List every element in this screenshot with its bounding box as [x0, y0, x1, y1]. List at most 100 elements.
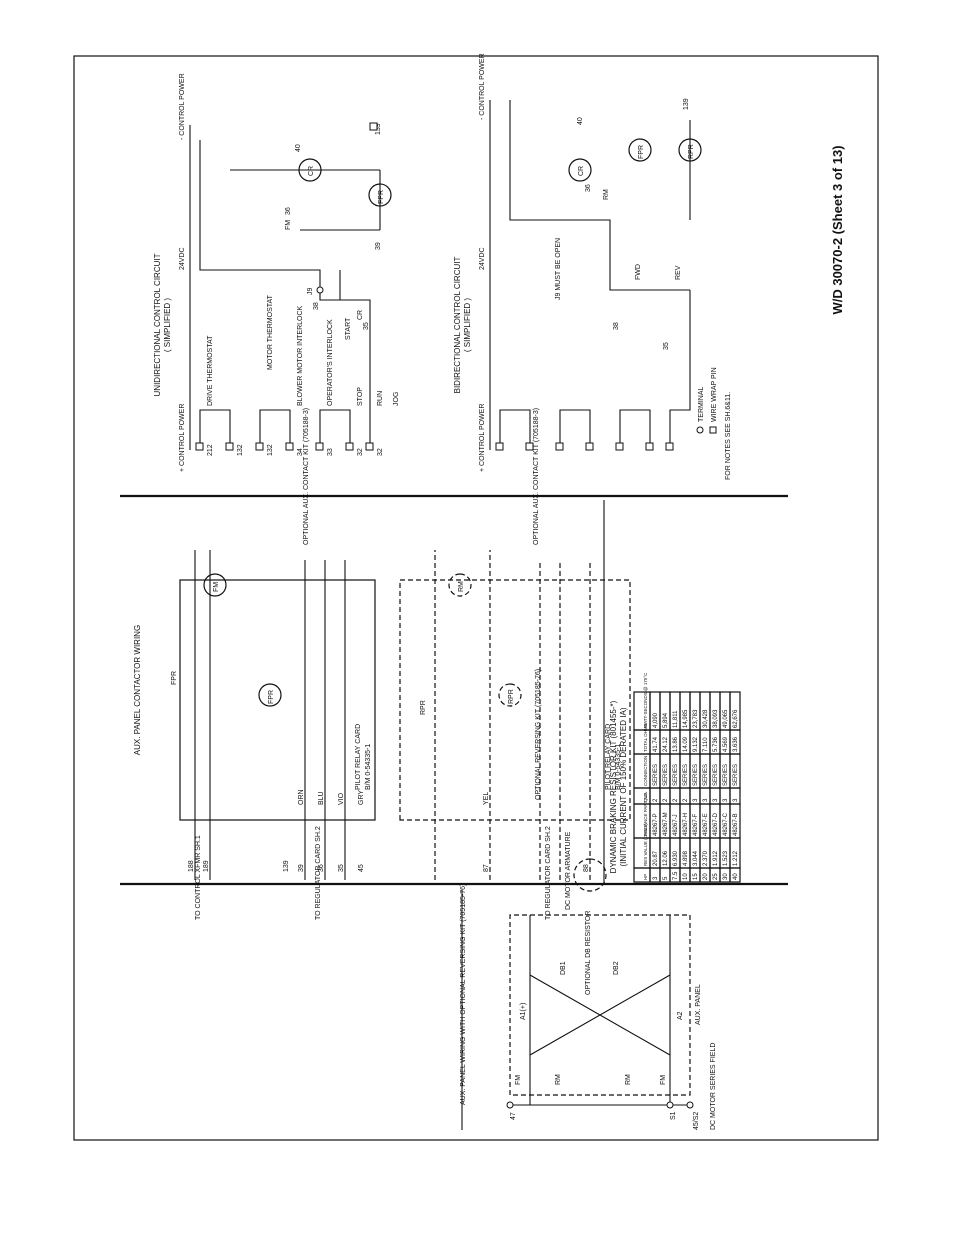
table-cell: 48267-C	[723, 812, 729, 836]
uni-fm-contact: FM	[285, 220, 292, 230]
bi-fpr-coil	[628, 138, 652, 162]
rev-aux-panel: AUX. PANEL	[695, 984, 702, 1025]
table-cell: 48267-P	[653, 813, 659, 836]
table-cell: 15	[693, 873, 699, 880]
table-header-cell: TOTAL OHMS	[643, 723, 648, 752]
table-cell: 3	[653, 876, 659, 880]
rev-fm-1: FM	[515, 1075, 522, 1085]
table-cell: 48267-H	[683, 813, 689, 836]
table-cell: 62,676	[733, 709, 739, 728]
aux-w35: 35	[338, 864, 345, 872]
aux-w36: 36	[318, 864, 325, 872]
table-cell: 7.5	[673, 871, 679, 880]
uni-fpr-coil	[368, 183, 392, 207]
aux-relay-card-2	[399, 579, 631, 821]
aux-rpr-coil	[498, 683, 522, 707]
table-cell: 3.636	[733, 736, 739, 752]
uni-pos-power: + CONTROL POWER	[179, 404, 186, 472]
table-cell: 40	[733, 873, 739, 880]
uni-t132b: 132	[267, 444, 274, 456]
aux-w88: 88	[583, 864, 590, 872]
bi-voltage: 24VDC	[479, 247, 486, 270]
table-cell: 2	[683, 798, 689, 802]
uni-t36: 36	[285, 207, 292, 215]
aux-w45: 45	[358, 864, 365, 872]
uni-terminal-212	[195, 442, 204, 451]
uni-t35: 35	[363, 322, 370, 330]
rev-s2: 45/S2	[693, 1112, 700, 1130]
rev-fm-2: FM	[660, 1075, 667, 1085]
rev-field-label: DC MOTOR SERIES FIELD	[710, 1043, 717, 1130]
table-cell: 11,811	[673, 710, 679, 728]
table-cell: 30,428	[703, 709, 709, 728]
aux-opt-kit-1: OPTIONAL AUX. CONTACT KIT (705188-3)	[303, 408, 310, 545]
table-cell: 24.12	[663, 736, 669, 752]
aux-to-regulator: TO REGULATOR CARD SH.2	[315, 826, 322, 920]
bi-rev: REV	[675, 265, 682, 280]
table-cell: SERIES	[723, 764, 729, 786]
aux-panel-wiring: AUX. PANEL CONTACTOR WIRING PILOT RELAY …	[133, 408, 631, 920]
uni-blower-interlock: BLOWER MOTOR INTERLOCK	[297, 305, 304, 406]
aux-fm-coil-label: FM	[213, 582, 220, 592]
uni-drive-thermostat: DRIVE THERMOSTAT	[207, 335, 214, 406]
bi-cr-coil	[568, 158, 592, 182]
aux-to-control: TO CONTROL XFMR SH.1	[195, 835, 202, 920]
uni-terminal-33	[315, 442, 324, 451]
bi-heading: BIDIRECTIONAL CONTROL CIRCUIT	[453, 257, 462, 394]
table-cell: 48267-E	[703, 813, 709, 836]
aux-fpr-coil	[258, 683, 282, 707]
table-cell: SERIES	[703, 764, 709, 786]
bi-legend-pin-symbol	[709, 426, 717, 434]
table-cell: 48267-B	[733, 813, 739, 836]
uni-t32b: 32	[377, 448, 384, 456]
db-caption: DYNAMIC BRAKING RESISTOR KIT (801455-*)	[609, 700, 618, 873]
rev-db2: DB2	[613, 961, 620, 975]
rev-a1: A1(+)	[520, 1003, 527, 1020]
rev-t47: 47	[510, 1112, 517, 1120]
aux-opt-kit-2: OPTIONAL AUX. CONTACT KIT (705188-3)	[533, 408, 540, 545]
table-cell: 6.930	[673, 850, 679, 866]
uni-t39: 39	[375, 242, 382, 250]
table-cell: 3	[733, 798, 739, 802]
rev-dashed-enclosure	[509, 914, 691, 1096]
table-cell: 38,093	[713, 709, 719, 728]
table-cell: SERIES	[673, 764, 679, 786]
table-cell: 41.74	[653, 736, 659, 752]
uni-terminal-32b	[365, 442, 374, 451]
rev-heading: AUX. PANEL WIRING WITH OPTIONAL REVERSIN…	[460, 884, 467, 1105]
aux-rpr-coil-label: RPR	[508, 689, 515, 704]
aux-w188: 188	[188, 860, 195, 872]
aux-fpr-coil-label: FPR	[268, 690, 275, 704]
table-cell: 23,783	[693, 709, 699, 728]
unidirectional-circuit: UNIDIRECTIONAL CONTROL CIRCUIT ( SIMPLIF…	[153, 73, 400, 472]
table-cell: 4.569	[723, 736, 729, 752]
table-cell: 5.736	[713, 736, 719, 752]
uni-t34: 34	[297, 448, 304, 456]
uni-t40: 40	[295, 144, 302, 152]
aux-gry: GRY	[358, 790, 365, 805]
table-header-cell: CONNECTION	[643, 756, 648, 786]
uni-terminal-34	[285, 442, 294, 451]
uni-subheading: ( SIMPLIFIED )	[163, 298, 172, 353]
bi-rm-contact: RM	[603, 189, 610, 200]
aux-to-regulator-2: TO REGULATOR CARD SH.2	[545, 826, 552, 920]
table-cell: 4.898	[683, 850, 689, 866]
rev-s1: S1	[670, 1111, 677, 1120]
table-cell: 3.044	[693, 850, 699, 866]
table-cell: 5,894	[663, 712, 669, 728]
bi-t38: 38	[613, 322, 620, 330]
bi-t36: 36	[585, 184, 592, 192]
table-header-cell: RELIANCE PART NO.	[643, 791, 648, 836]
table-cell: 20	[703, 873, 709, 880]
table-cell: 4,090	[653, 712, 659, 728]
rev-a2: A2	[677, 1011, 684, 1020]
table-cell: 3	[713, 798, 719, 802]
table-cell: SERIES	[713, 764, 719, 786]
aux-blu: BLU	[318, 791, 325, 805]
aux-relay-card-2-pn: B/M 0-54335-1	[615, 744, 622, 790]
uni-t132: 132	[237, 444, 244, 456]
table-cell: 13.86	[673, 736, 679, 752]
uni-jog: JOG	[393, 392, 400, 406]
table-cell: 1.912	[713, 850, 719, 866]
